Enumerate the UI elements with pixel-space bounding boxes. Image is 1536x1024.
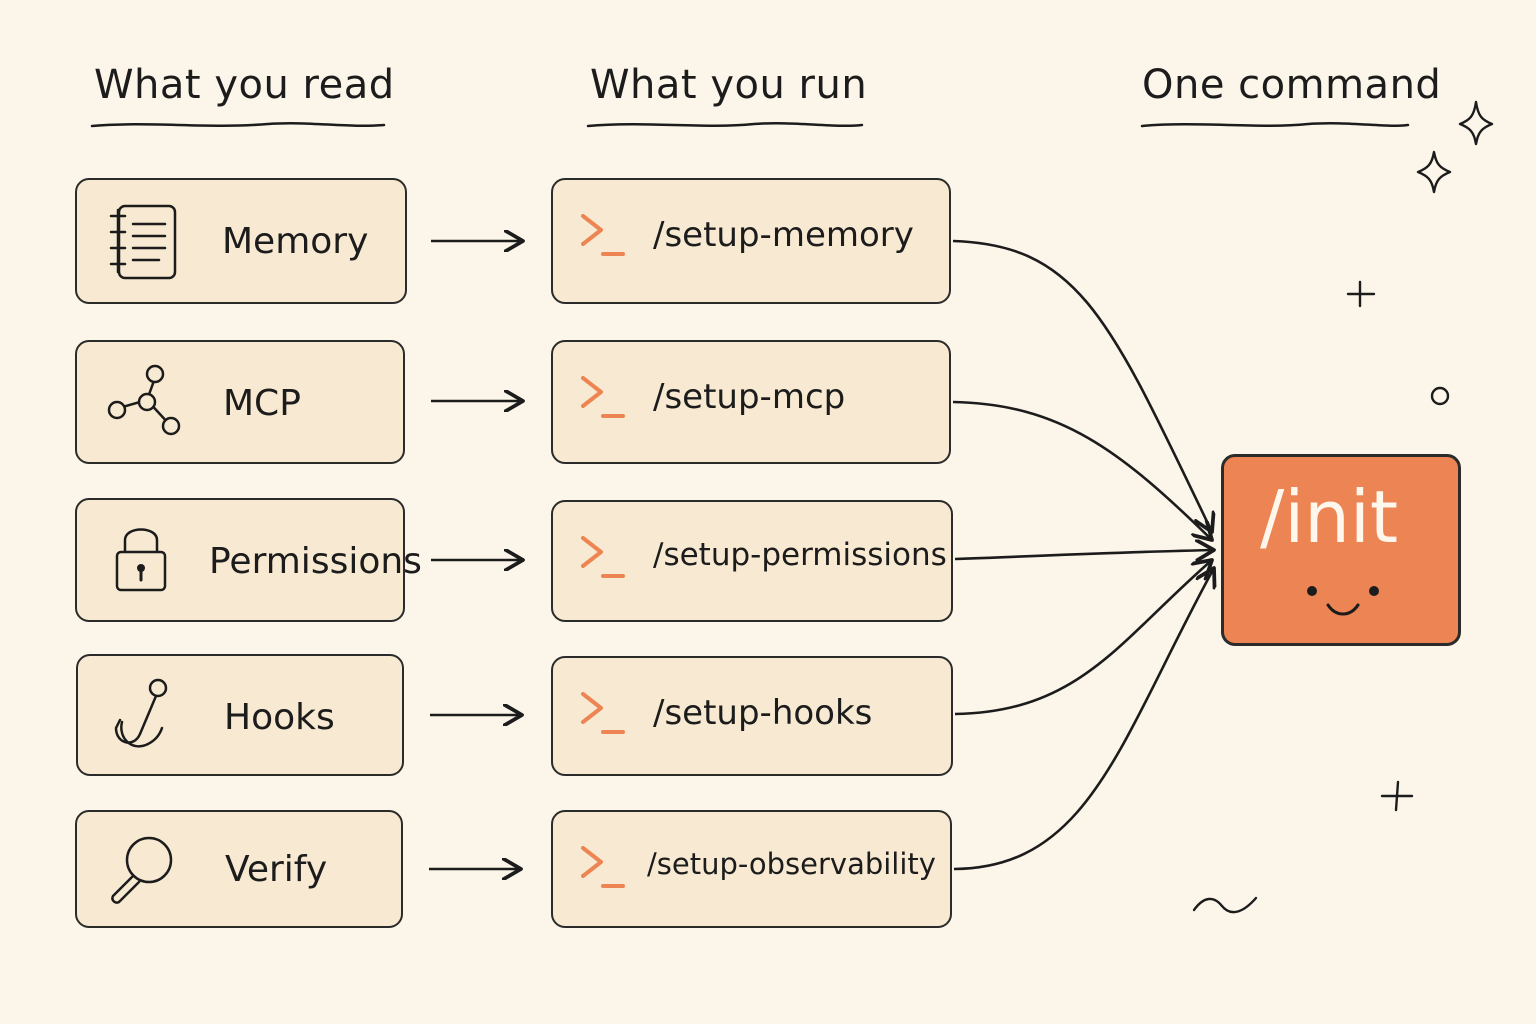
read-card-memory: Memory <box>75 178 407 304</box>
read-card-verify: Verify <box>75 810 403 928</box>
read-card-mcp: MCP <box>75 340 405 464</box>
heading-underline <box>1140 121 1410 128</box>
read-item-label: Memory <box>222 221 369 262</box>
terminal-prompt-icon <box>581 692 625 734</box>
squiggle-icon <box>1192 896 1258 914</box>
heading-one-command: One command <box>1142 62 1442 108</box>
sparkle-icon <box>1416 150 1452 194</box>
run-card-setup-permissions[interactable]: /setup-permissions <box>551 500 953 622</box>
terminal-prompt-icon <box>581 536 625 578</box>
connector-setup-mcp <box>952 400 1212 540</box>
connector-setup-permissions <box>954 550 1214 559</box>
read-card-hooks: Hooks <box>76 654 404 776</box>
run-command-label: /setup-observability <box>647 847 936 881</box>
sparkle-icon <box>1458 100 1494 146</box>
heading-what-you-run: What you run <box>590 62 868 108</box>
run-command-label: /setup-hooks <box>653 693 873 733</box>
connector-setup-memory <box>952 239 1212 532</box>
read-item-label: Verify <box>225 849 328 890</box>
plus-icon <box>1380 780 1414 812</box>
heading-underline <box>586 121 864 128</box>
run-card-setup-mcp[interactable]: /setup-mcp <box>551 340 951 464</box>
read-item-label: Permissions <box>209 541 422 582</box>
run-card-setup-hooks[interactable]: /setup-hooks <box>551 656 953 776</box>
magnifier-icon <box>111 836 173 904</box>
read-item-label: MCP <box>223 383 301 424</box>
run-command-label: /setup-mcp <box>653 377 846 417</box>
terminal-prompt-icon <box>581 214 625 256</box>
heading-underline <box>90 121 386 128</box>
hook-icon <box>114 678 168 748</box>
connector-setup-observability <box>953 568 1214 871</box>
smiley-face-icon <box>1307 586 1379 616</box>
circle-icon <box>1430 386 1450 406</box>
plus-icon <box>1346 280 1376 308</box>
connector-setup-hooks <box>954 560 1212 716</box>
notebook-icon <box>109 204 177 280</box>
padlock-icon <box>115 528 167 592</box>
heading-what-you-read: What you read <box>94 62 395 108</box>
run-card-setup-observability[interactable]: /setup-observability <box>551 810 952 928</box>
network-nodes-icon <box>107 364 181 436</box>
run-command-label: /setup-memory <box>653 215 914 255</box>
init-command-label: /init <box>1260 475 1399 559</box>
run-card-setup-memory[interactable]: /setup-memory <box>551 178 951 304</box>
read-card-permissions: Permissions <box>75 498 422 622</box>
terminal-prompt-icon <box>581 376 625 418</box>
init-command-card[interactable]: /init <box>1221 454 1461 646</box>
run-command-label: /setup-permissions <box>653 537 947 573</box>
read-item-label: Hooks <box>224 697 335 738</box>
terminal-prompt-icon <box>581 846 625 888</box>
